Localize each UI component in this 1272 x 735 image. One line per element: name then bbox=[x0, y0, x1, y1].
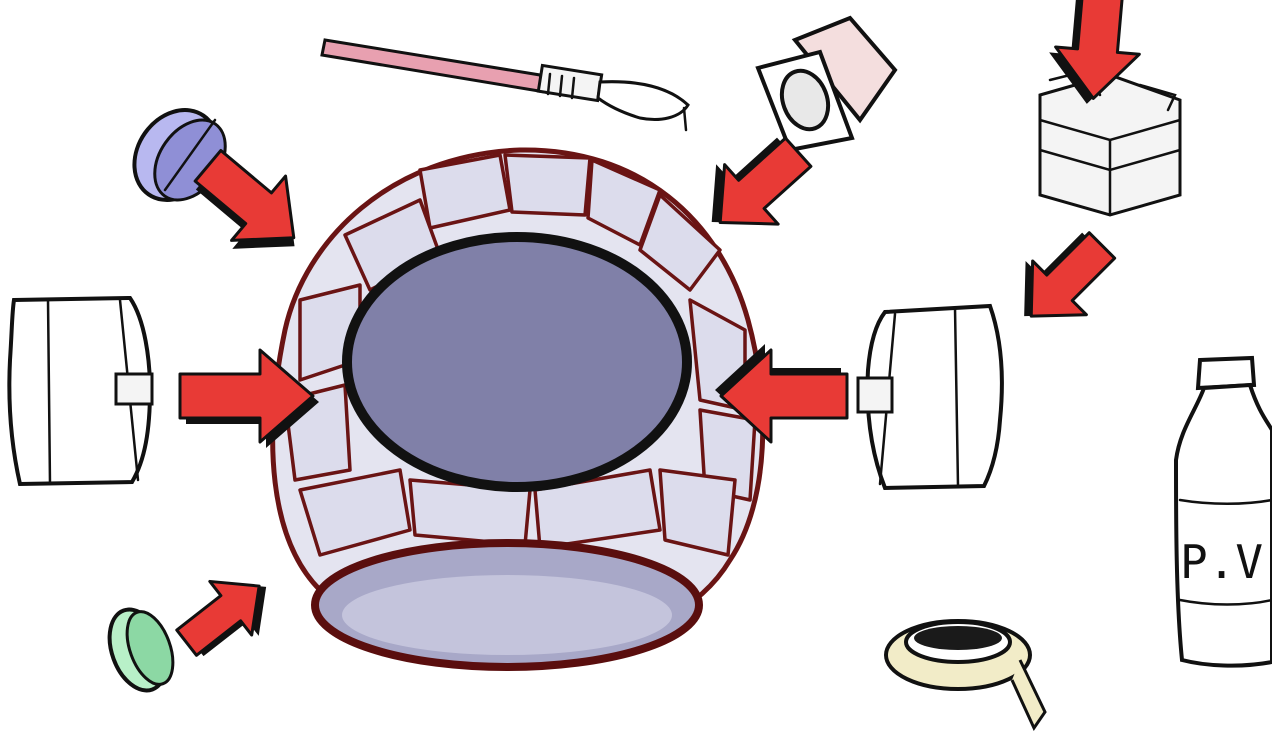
masking-tape-roll-icon bbox=[886, 621, 1045, 728]
egg-carton-cup-icon bbox=[858, 306, 1002, 488]
mask-form-icon bbox=[273, 150, 763, 667]
pva-glue-bottle-icon: P.V.A bbox=[1176, 358, 1272, 666]
paintbrush-icon bbox=[322, 40, 688, 130]
red-arrow-icon bbox=[997, 215, 1129, 347]
egg-carton-icon bbox=[1040, 70, 1180, 215]
egg-carton-cup-icon bbox=[9, 298, 152, 484]
yogurt-cup-icon bbox=[758, 18, 895, 150]
glue-bottle-label: P.V.A bbox=[1180, 535, 1272, 589]
red-arrow-icon bbox=[166, 556, 287, 673]
green-bottle-cap-icon bbox=[99, 602, 182, 699]
